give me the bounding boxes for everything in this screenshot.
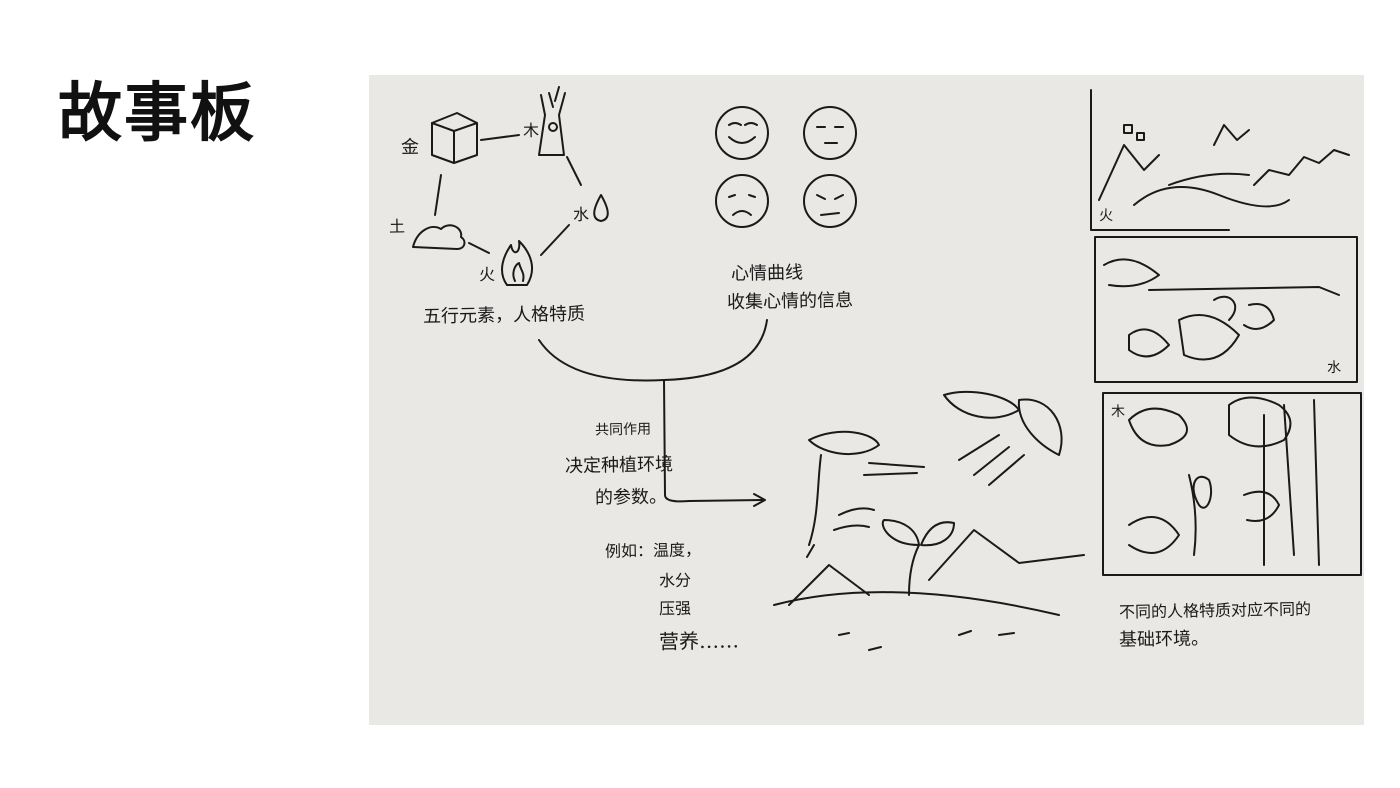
wood-panel-sketch — [1102, 392, 1362, 576]
label-fire: 火 — [478, 264, 496, 285]
calm-face-icon — [803, 106, 857, 160]
tree-trunk-icon — [538, 86, 566, 156]
fire-panel-sketch — [1090, 89, 1350, 231]
caption-mood-info: 收集心情的信息 — [726, 289, 854, 314]
caption-joint-effect: 共同作用 — [594, 421, 652, 439]
storyboard-sketch-photo: 金 木 水 火 土 五行元素，人格特质 心情曲线 收集心情的信息 共同作用 决定… — [369, 75, 1364, 725]
gold-cube-icon — [431, 112, 478, 164]
label-gold: 金 — [400, 136, 420, 159]
fire-flame-icon — [501, 240, 534, 286]
smiling-face-icon — [715, 106, 769, 160]
caption-five-elements: 五行元素，人格特质 — [422, 303, 586, 328]
caption-base-env: 基础环境。 — [1118, 628, 1210, 651]
slide-title: 故事板 — [58, 77, 256, 151]
caption-personality-env: 不同的人格特质对应不同的 — [1118, 599, 1312, 622]
label-earth: 土 — [388, 216, 406, 237]
example-water: 水分 — [658, 570, 692, 591]
sketch-drawing — [412, 86, 1362, 651]
panel-wood-label: 木 — [1110, 403, 1126, 421]
label-wood: 木 — [522, 120, 540, 141]
caption-parameters: 的参数。 — [594, 486, 668, 509]
example-pressure: 压强 — [658, 598, 692, 619]
panel-water-label: 水 — [1326, 359, 1342, 377]
water-panel-sketch — [1094, 236, 1358, 383]
label-water: 水 — [572, 204, 590, 225]
sad-face-icon — [715, 174, 769, 228]
caption-decide-env: 决定种植环境 — [564, 454, 674, 477]
example-nutrition: 营养…… — [658, 628, 740, 654]
water-drop-icon — [593, 194, 609, 222]
earth-mound-icon — [412, 224, 466, 250]
example-label: 例如：温度， — [604, 540, 702, 561]
seedling-scene-sketch — [773, 390, 1085, 651]
panel-fire-label: 火 — [1098, 207, 1114, 225]
caption-mood-curve: 心情曲线 — [730, 262, 804, 285]
tired-face-icon — [803, 174, 857, 228]
